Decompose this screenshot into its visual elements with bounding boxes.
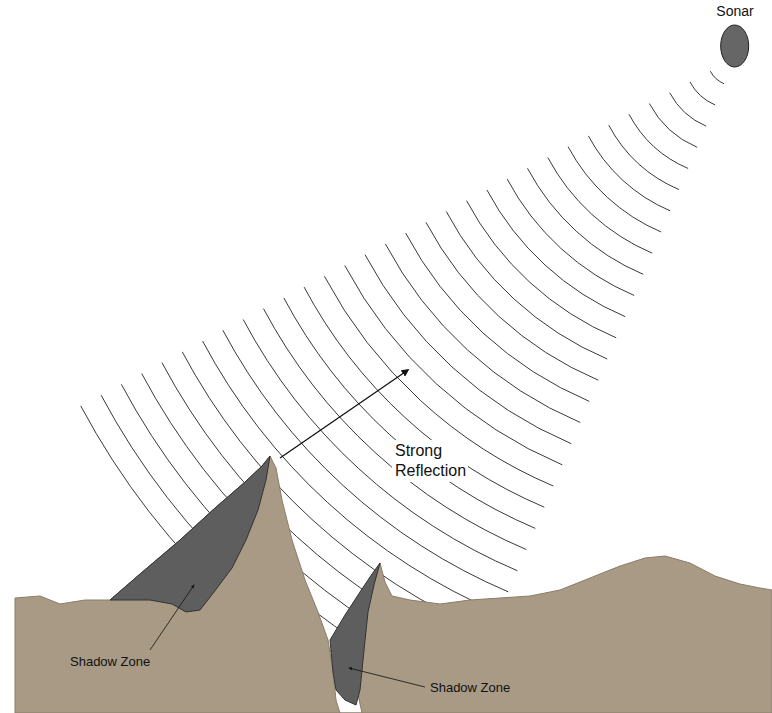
wave-arc <box>324 276 553 486</box>
sonar-device: Sonar <box>713 3 756 69</box>
wave-arc <box>528 168 644 274</box>
leader-line <box>349 668 425 687</box>
wave-arc <box>568 147 661 232</box>
wave-arc <box>609 125 679 189</box>
wave-arc <box>467 201 617 338</box>
leader-line <box>150 585 194 650</box>
wave-arc <box>304 287 544 507</box>
wave-arc <box>670 93 706 126</box>
wave-arc <box>588 136 670 211</box>
sonar-ellipse <box>721 25 749 67</box>
zone-label: Shadow Zone <box>430 680 510 696</box>
device-label: Sonar <box>713 3 756 19</box>
wave-arc <box>264 309 527 550</box>
wave-arc <box>690 82 715 105</box>
wave-arc <box>649 104 697 148</box>
wave-arc <box>446 212 607 359</box>
wave-arc <box>284 298 536 528</box>
shadow-zone-area <box>330 563 380 705</box>
wave-arc <box>365 255 571 444</box>
wave-arc <box>710 71 724 84</box>
wave-arc <box>487 190 625 317</box>
seafloor <box>15 456 772 713</box>
wave-arc <box>345 266 563 465</box>
wave-arc <box>629 114 688 168</box>
reflection-arrow <box>280 370 408 458</box>
wave-arc <box>385 244 580 423</box>
wave-arc <box>406 233 590 401</box>
wave-arc <box>548 158 652 254</box>
zone-label: Shadow Zone <box>70 654 150 670</box>
reflection-label: Strong Reflection <box>392 440 468 482</box>
shadow-zone-area <box>110 456 270 612</box>
wave-arc <box>507 179 634 295</box>
